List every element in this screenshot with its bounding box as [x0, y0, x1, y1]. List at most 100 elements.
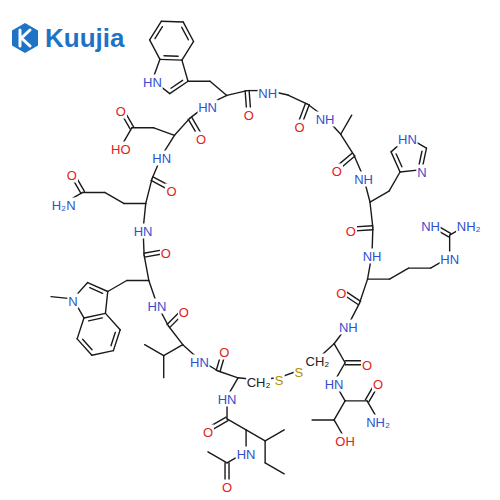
atom-label: N: [67, 293, 78, 308]
atom-label: NH: [362, 248, 383, 263]
bond-line: [108, 280, 127, 291]
bond-line: [163, 356, 164, 378]
bond-line: [391, 152, 400, 172]
bond-line: [182, 60, 188, 81]
bond-line: [83, 192, 105, 193]
atom-label: HN: [189, 354, 210, 369]
atom-label: HN: [142, 75, 163, 90]
bond-line: [145, 345, 164, 356]
atom-label: O: [331, 163, 343, 178]
atom-label: HN: [236, 446, 257, 461]
atom-label: O: [218, 344, 230, 359]
bond-line: [105, 291, 107, 313]
bond-line: [89, 318, 103, 321]
atom-label: HN: [397, 132, 418, 147]
atom-label: HO: [110, 141, 132, 156]
atom-label: O: [115, 103, 127, 118]
bond-line: [341, 115, 352, 134]
bond-line: [144, 255, 149, 280]
bond-line: [132, 127, 154, 128]
logo-hexagon: [12, 23, 38, 53]
atom-label: N: [416, 164, 427, 179]
bond-line: [419, 151, 422, 165]
bond-line: [92, 351, 114, 356]
bond-line: [88, 283, 108, 292]
atom-label: O: [160, 246, 172, 261]
atom-label: O: [345, 224, 357, 239]
atom-label: HN: [151, 150, 172, 165]
bond-line: [105, 313, 120, 329]
bond-line: [368, 278, 390, 279]
bond-line: [345, 400, 367, 401]
bond-line: [208, 452, 227, 463]
atom-label: NH: [257, 85, 278, 100]
bond-line: [127, 280, 149, 281]
atom-label: O: [221, 479, 233, 494]
bond-line: [160, 59, 182, 61]
bond-line: [396, 154, 402, 167]
atom-label: HN: [324, 376, 345, 391]
logo-mark: [20, 30, 30, 46]
atom-label: O: [294, 119, 306, 134]
bond-line: [124, 203, 146, 204]
atom-label: HN: [439, 252, 460, 267]
bond-line: [409, 267, 431, 268]
atom-label: S: [294, 365, 305, 380]
atom-label: NH: [338, 319, 359, 334]
bond-line: [83, 339, 92, 349]
atom-label: O: [243, 107, 255, 122]
atom-label: O: [178, 305, 190, 320]
bond-line: [150, 40, 160, 59]
bond-group: [51, 21, 469, 485]
bond-line: [105, 192, 124, 203]
bond-line: [246, 430, 265, 441]
atom-label: S: [274, 372, 285, 387]
atom-label: O: [165, 184, 177, 199]
bond-line: [265, 430, 284, 441]
bond-line: [182, 41, 194, 60]
atom-label: HN: [197, 99, 218, 114]
atom-label: OH: [334, 433, 356, 448]
atom-label: HN: [217, 391, 238, 406]
atom-label: O: [361, 357, 373, 372]
atom-label: HN: [147, 299, 168, 314]
atom-label: NH₂: [456, 219, 482, 234]
bond-line: [111, 332, 115, 345]
bond-line: [77, 339, 92, 355]
atom-label: O: [202, 424, 214, 439]
bond-line: [188, 81, 210, 82]
bond-line: [164, 55, 178, 57]
bond-line: [312, 419, 334, 420]
bond-line: [161, 21, 183, 23]
atom-label: CH₂: [305, 354, 331, 369]
logo-text: Kuujia: [44, 24, 125, 52]
bond-line: [264, 441, 265, 463]
bond-line: [170, 81, 188, 93]
bond-line: [227, 419, 246, 430]
bond-line: [334, 344, 345, 363]
atom-label: NH: [315, 112, 336, 127]
atom-label: O: [335, 285, 347, 300]
atom-label: NH: [353, 172, 374, 187]
bond-line: [77, 318, 84, 339]
bond-line: [146, 179, 152, 204]
bond-line: [370, 191, 389, 202]
atom-label: H₂N: [51, 198, 77, 213]
bond-line: [341, 134, 354, 154]
atom-label: HN: [133, 224, 154, 239]
logo-icon: [12, 23, 38, 53]
bond-line: [155, 27, 162, 39]
bond-line: [164, 345, 183, 356]
atom-label: CH₂: [246, 374, 272, 389]
bond-line: [174, 118, 189, 135]
bond-line: [168, 326, 182, 345]
bond-line: [210, 81, 227, 95]
bond-line: [182, 27, 189, 39]
bond-line: [334, 401, 345, 420]
bond-line: [360, 279, 368, 303]
bond-line: [113, 330, 120, 351]
bond-line: [218, 371, 238, 378]
bond-line: [227, 91, 247, 96]
bond-line: [265, 463, 284, 474]
